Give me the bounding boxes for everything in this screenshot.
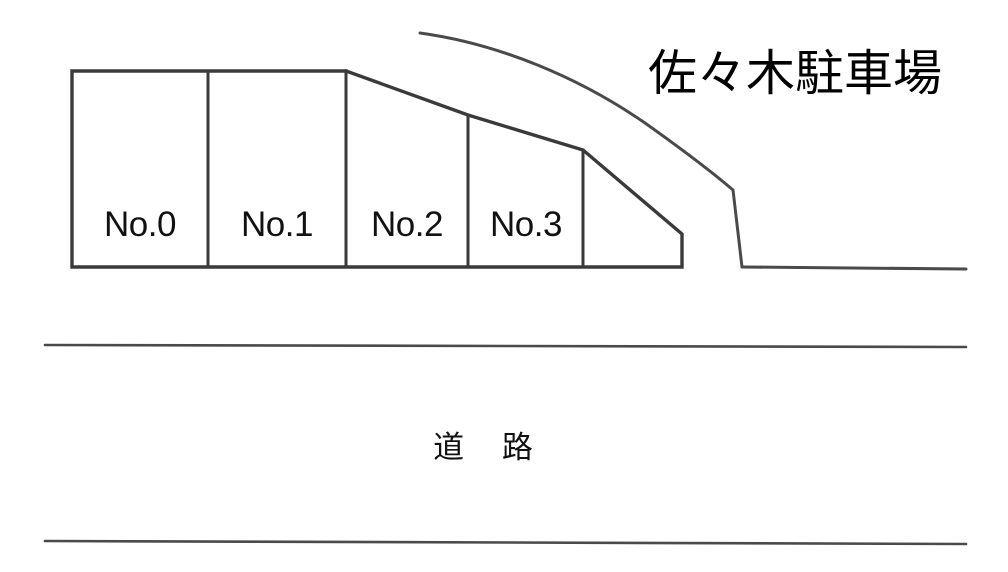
parking-stall-block — [70, 68, 684, 269]
road-label: 道 路 — [433, 430, 547, 466]
road-upper-edge — [43, 343, 968, 349]
boundary-frontage-line — [740, 265, 968, 271]
boundary-upper-curve — [418, 31, 744, 269]
road-lines — [43, 343, 968, 546]
property-boundary — [418, 31, 968, 271]
page-title: 佐々木駐車場 — [648, 45, 942, 102]
stall-label-no3: No.3 — [490, 205, 562, 244]
stall-label-no2: No.2 — [371, 205, 443, 244]
road-lower-edge — [43, 539, 968, 546]
stall-labels: No.0 No.1 No.2 No.3 — [104, 205, 562, 244]
stall-label-no0: No.0 — [104, 205, 176, 244]
stall-label-no1: No.1 — [241, 205, 313, 244]
